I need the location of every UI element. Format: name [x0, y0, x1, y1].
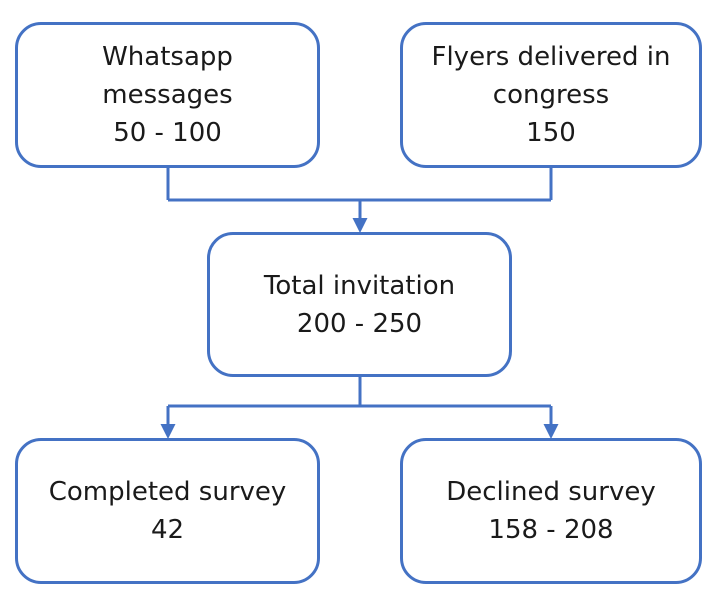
total-invitation-box: Total invitation 200 - 250: [207, 232, 512, 377]
flyers-delivered-box: Flyers delivered in congress 150: [400, 22, 702, 168]
whatsapp-line-2: messages: [102, 80, 233, 110]
whatsapp-line-1: Whatsapp: [102, 42, 233, 72]
whatsapp-count: 50 - 100: [113, 118, 222, 148]
flyers-line-2: congress: [492, 80, 610, 110]
whatsapp-messages-box: Whatsapp messages 50 - 100: [15, 22, 320, 168]
completed-survey-box: Completed survey 42: [15, 438, 320, 584]
total-line-1: Total invitation: [263, 270, 456, 301]
completed-count: 42: [150, 515, 185, 545]
declined-survey-box: Declined survey 158 - 208: [400, 438, 702, 584]
total-count: 200 - 250: [296, 308, 423, 339]
flyers-line-1: Flyers delivered in: [431, 42, 671, 72]
completed-line-1: Completed survey: [48, 477, 287, 507]
declined-line-1: Declined survey: [446, 477, 656, 507]
flyers-count: 150: [526, 118, 576, 148]
declined-count: 158 - 208: [488, 515, 614, 545]
